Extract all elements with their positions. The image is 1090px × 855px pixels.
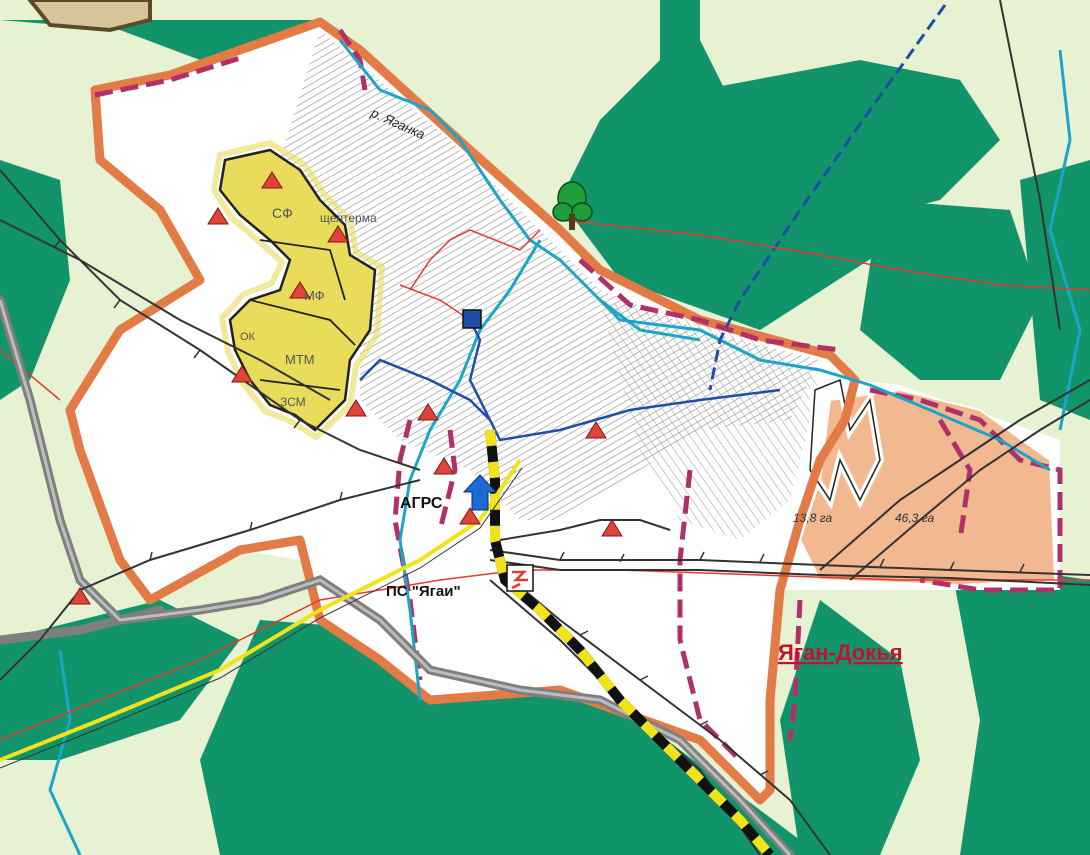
settlement-boundary (65, 17, 860, 805)
area1-label: 13,8 га (793, 511, 832, 525)
rivers (48, 39, 1082, 855)
road-yellow-southwest (0, 458, 522, 762)
triangle-marker-icon (459, 507, 481, 525)
triangle-marker-icon (207, 207, 229, 225)
triangle-marker-icon (231, 365, 253, 383)
tree-icon (552, 181, 593, 230)
triangle-marker-icon (327, 225, 349, 243)
ps-label: ПС "Ягаи" (386, 583, 461, 600)
road-yellow-southwest-edge (0, 467, 523, 769)
railway-ticks (53, 239, 1025, 776)
mtm-label: МТМ (285, 352, 315, 367)
triangle-markers (69, 171, 623, 605)
triangle-marker-icon (261, 171, 283, 189)
triangle-marker-icon (69, 587, 91, 605)
agrs-label: АГРС (400, 495, 443, 512)
mf-label: МФ (304, 288, 325, 303)
gas-station-marker-icon (462, 474, 498, 511)
triangle-marker-icon (289, 281, 311, 299)
zsm-label: ЗСМ (280, 395, 306, 409)
triangle-marker-icon (345, 399, 367, 417)
industrial-zone-outer (210, 139, 386, 441)
triangle-marker-icon (417, 403, 439, 421)
triangle-marker-icon (585, 421, 607, 439)
triangle-marker-icon (601, 519, 623, 537)
area2-label: 46,3 га (895, 511, 934, 525)
triangle-marker-icon (433, 457, 455, 475)
shelter-label: щелтерма (320, 211, 377, 225)
pump-square-icon (462, 309, 482, 329)
village-label: Яган-Докья (778, 640, 903, 665)
sf-label: СФ (272, 205, 293, 221)
ok-label: ОК (240, 331, 256, 343)
top-left-patch (27, 0, 152, 33)
planned-road-yellow-dashes (485, 429, 774, 855)
industrial-inner-borders (249, 239, 356, 391)
substation-icon (506, 564, 534, 592)
power-lines-red (0, 219, 1090, 741)
